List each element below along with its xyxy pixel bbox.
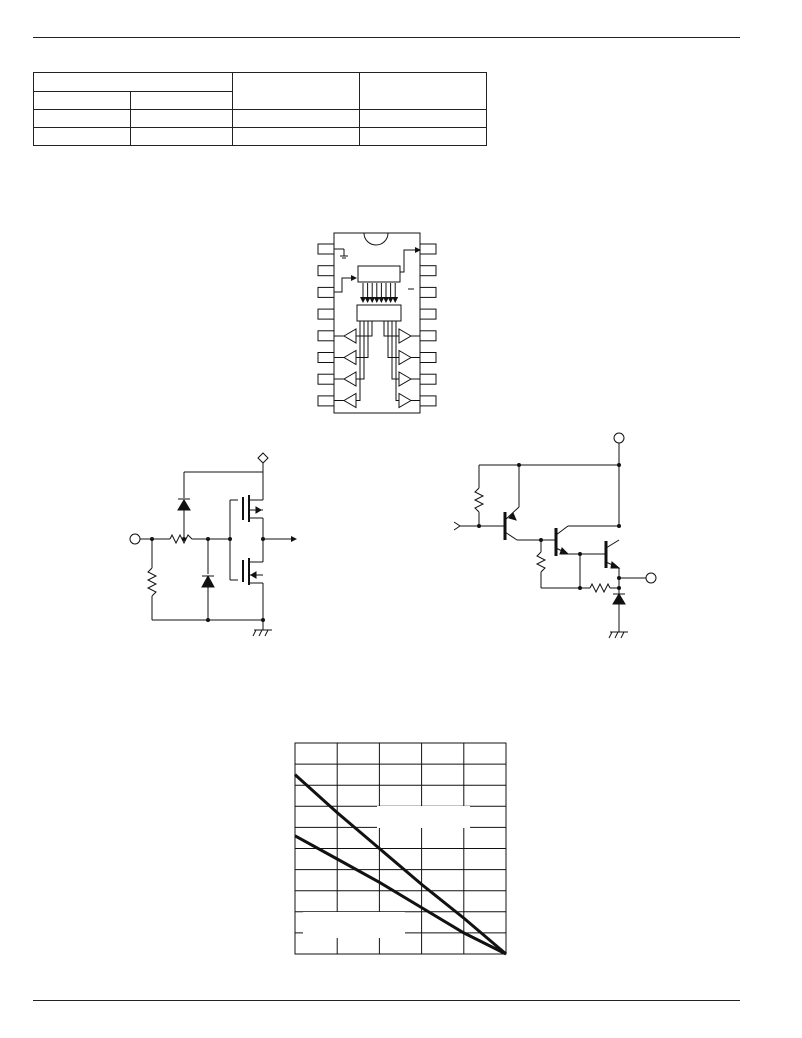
driver-wire bbox=[356, 321, 369, 358]
driver-wire bbox=[383, 321, 399, 337]
series-line-2 bbox=[294, 834, 507, 956]
label-box bbox=[303, 912, 405, 938]
pin-right bbox=[419, 286, 437, 298]
derating-chart bbox=[293, 742, 507, 956]
feedback-resistor bbox=[589, 582, 611, 594]
pulldown-resistor bbox=[146, 567, 158, 597]
ground-icon bbox=[608, 631, 628, 639]
driver-left-icon bbox=[343, 349, 357, 366]
driver-right-icon bbox=[398, 371, 412, 387]
pin-left bbox=[317, 243, 335, 255]
footer-rule bbox=[33, 1000, 740, 1001]
zener-diode bbox=[612, 593, 626, 605]
series-line-1 bbox=[293, 773, 507, 956]
right-pins bbox=[419, 243, 437, 407]
table-row bbox=[33, 109, 487, 128]
driver-wire bbox=[356, 321, 365, 380]
table-row bbox=[33, 127, 487, 146]
left-pins bbox=[317, 243, 335, 407]
darlington-output-schematic bbox=[453, 432, 657, 639]
pin-right bbox=[419, 373, 437, 385]
pin-left bbox=[317, 265, 335, 277]
input-terminal bbox=[129, 533, 141, 545]
vcc-terminal bbox=[613, 432, 625, 444]
driver-wire bbox=[356, 321, 361, 401]
vdd-terminal bbox=[257, 452, 269, 464]
pin-right bbox=[419, 395, 437, 407]
driver-right-icon bbox=[398, 328, 412, 344]
pin-left bbox=[317, 373, 335, 385]
driver-wire bbox=[395, 321, 399, 401]
bus-lines bbox=[360, 283, 399, 303]
driver-wire bbox=[356, 321, 373, 337]
driver-wire bbox=[391, 321, 399, 380]
driver-left-icon bbox=[343, 371, 357, 387]
pin-right bbox=[419, 308, 437, 320]
spec-table bbox=[33, 72, 487, 146]
pin-left bbox=[317, 330, 335, 342]
output-arrow bbox=[400, 247, 421, 273]
driver-right-icon bbox=[398, 392, 412, 409]
ground-icon bbox=[252, 629, 272, 637]
driver-array bbox=[334, 321, 420, 409]
ic-notch bbox=[363, 232, 389, 246]
output-terminal bbox=[645, 572, 657, 584]
driver-wire bbox=[387, 321, 399, 358]
pin-left bbox=[317, 395, 335, 407]
table-header-col4 bbox=[359, 72, 487, 110]
diode-upper bbox=[177, 498, 191, 511]
label-box bbox=[377, 806, 470, 828]
cmos-output-schematic bbox=[129, 452, 297, 637]
latch-block bbox=[356, 304, 402, 322]
ground-icon bbox=[334, 248, 348, 259]
series-group bbox=[293, 773, 507, 956]
base-resistor bbox=[473, 487, 485, 513]
pin-left bbox=[317, 308, 335, 320]
input-arrow bbox=[334, 275, 357, 293]
pin-right bbox=[419, 330, 437, 342]
ic-package-body bbox=[333, 232, 421, 414]
header-rule bbox=[33, 37, 740, 38]
logic-block bbox=[357, 265, 401, 283]
table-cell bbox=[359, 127, 487, 146]
pin-left bbox=[317, 286, 335, 298]
driver-right-icon bbox=[398, 349, 412, 366]
pin-diagram bbox=[317, 232, 437, 414]
pin-right bbox=[419, 352, 437, 363]
driver-left-icon bbox=[343, 328, 357, 344]
pin-left bbox=[317, 352, 335, 363]
pin-right bbox=[419, 265, 437, 277]
pin-right bbox=[419, 243, 437, 255]
driver-left-icon bbox=[343, 392, 357, 409]
diode-lower bbox=[201, 574, 215, 588]
emitter-resistor bbox=[535, 551, 547, 573]
